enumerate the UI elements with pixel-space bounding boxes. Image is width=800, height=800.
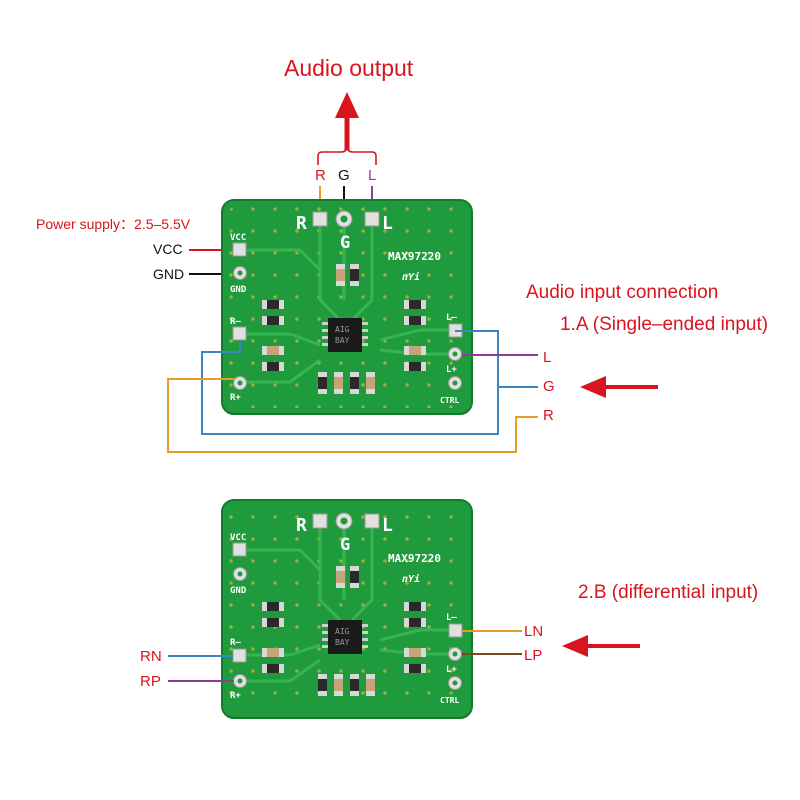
svg-text:VCC: VCC: [230, 533, 246, 543]
input-connection-title: Audio input connection: [526, 282, 718, 303]
mode-a-label: 1.A (Single–ended input): [560, 314, 768, 335]
svg-text:L: L: [382, 515, 393, 536]
input-label-r: R: [543, 407, 554, 424]
svg-text:R–: R–: [230, 317, 241, 327]
svg-text:CTRL: CTRL: [440, 696, 459, 705]
svg-text:L+: L+: [446, 365, 457, 375]
svg-text:BAY: BAY: [335, 638, 350, 647]
svg-text:BAY: BAY: [335, 336, 350, 345]
svg-text:VCC: VCC: [230, 233, 246, 243]
output-label-l: L: [368, 167, 376, 184]
input-wire-blue: [201, 330, 499, 435]
svg-text:G: G: [340, 233, 350, 253]
input-label-g: G: [543, 378, 555, 395]
svg-text:MAX97220: MAX97220: [388, 250, 441, 263]
svg-text:AIG: AIG: [335, 627, 350, 636]
svg-text:GND: GND: [230, 586, 247, 596]
svg-text:R+: R+: [230, 691, 241, 701]
svg-text:R: R: [296, 515, 307, 536]
mode-b-label: 2.B (differential input): [578, 582, 758, 603]
svg-text:G: G: [340, 535, 350, 555]
audio-output-arrow: [335, 92, 359, 150]
output-label-g: G: [338, 167, 350, 184]
svg-text:L–: L–: [446, 613, 457, 623]
svg-text:nYi: nYi: [402, 271, 420, 283]
svg-text:L–: L–: [446, 313, 457, 323]
input-label-rp: RP: [140, 673, 161, 690]
mode-b-arrow: [562, 635, 640, 657]
input-label-l: L: [543, 349, 551, 366]
gnd-label: GND: [153, 266, 184, 282]
svg-text:nYi: nYi: [402, 573, 420, 585]
output-brace: [317, 145, 377, 165]
output-label-r: R: [315, 167, 326, 184]
input-label-lp: LP: [524, 647, 542, 664]
amplifier-board-top: R G L VCC GND R– R+ L– L+ CTRL MAX97220 …: [221, 199, 473, 415]
svg-text:AIG: AIG: [335, 325, 350, 334]
svg-text:L+: L+: [446, 665, 457, 675]
audio-output-title: Audio output: [284, 55, 414, 81]
power-supply-label: Power supply：2.5–5.5V: [36, 216, 191, 232]
mode-a-arrow: [580, 376, 658, 398]
svg-text:GND: GND: [230, 285, 247, 295]
input-label-ln: LN: [524, 623, 543, 640]
amplifier-board-bottom: R G L VCC GND R– R+ L– L+ CTRL MAX97220 …: [221, 499, 473, 719]
input-wire-r: [167, 378, 538, 453]
svg-text:R–: R–: [230, 638, 241, 648]
input-label-rn: RN: [140, 648, 162, 665]
svg-text:CTRL: CTRL: [440, 396, 459, 405]
svg-text:R: R: [296, 213, 307, 234]
svg-text:L: L: [382, 213, 393, 234]
svg-text:MAX97220: MAX97220: [388, 552, 441, 565]
svg-text:R+: R+: [230, 393, 241, 403]
vcc-label: VCC: [153, 241, 183, 257]
